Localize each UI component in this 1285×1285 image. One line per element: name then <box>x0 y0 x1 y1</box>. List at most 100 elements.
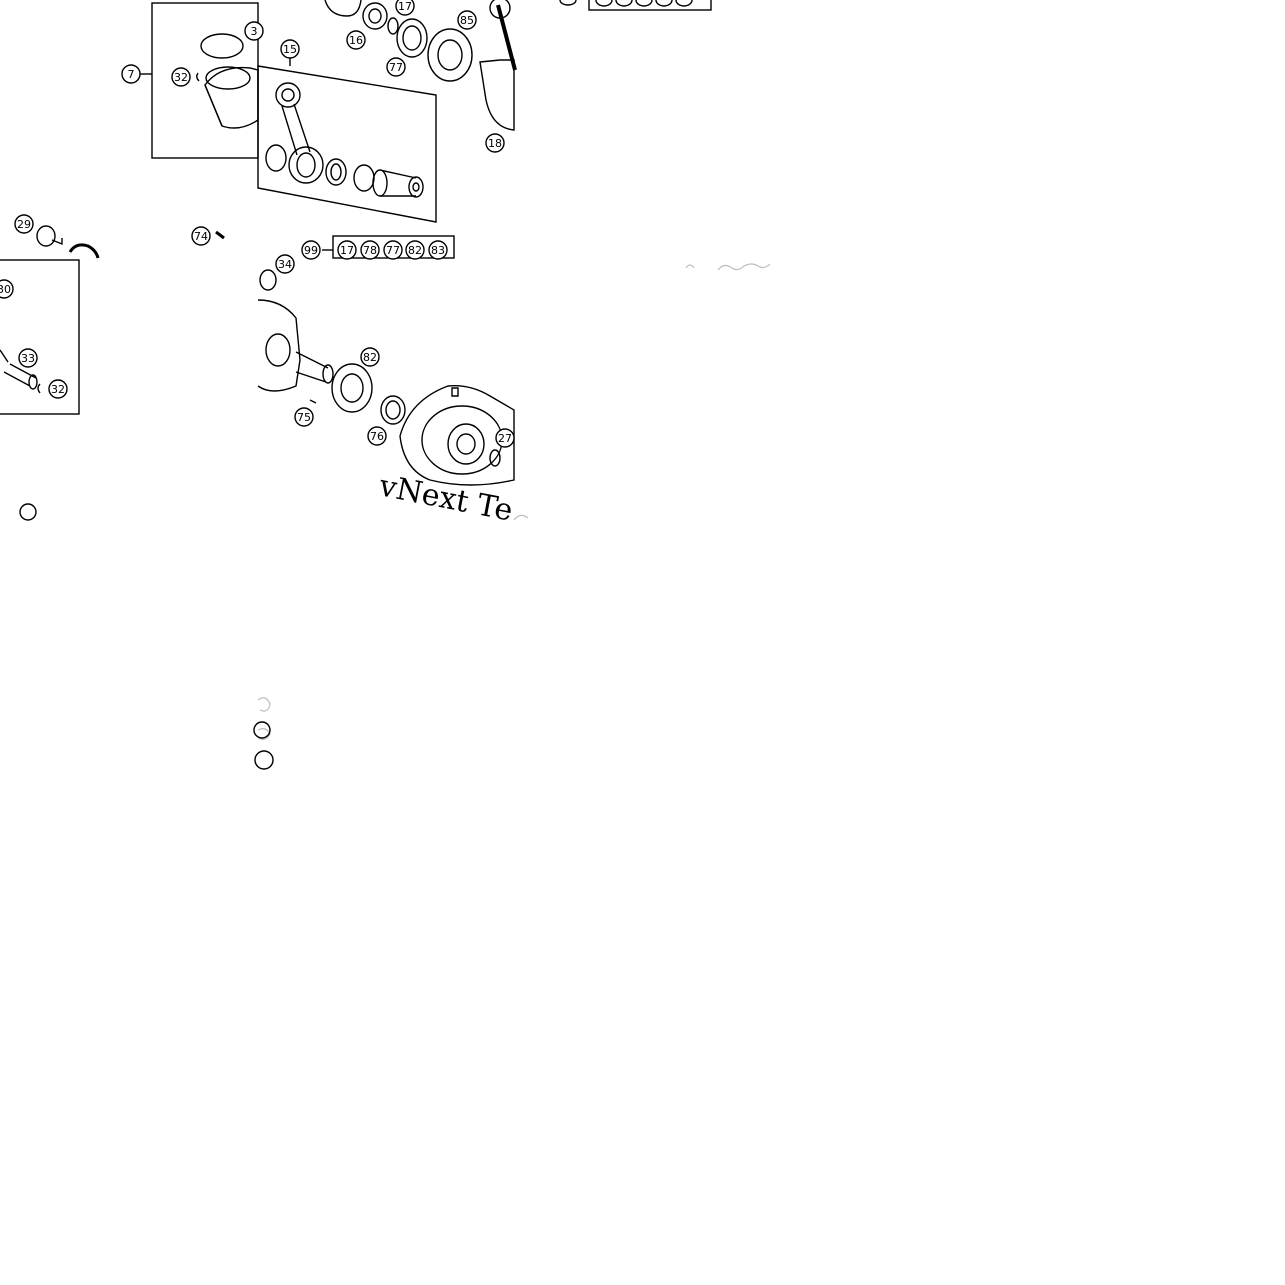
crankshaft-web <box>479 59 515 131</box>
callout-label: 99 <box>304 244 318 257</box>
needle-bearing-34 <box>259 269 277 291</box>
callout-circle <box>48 379 68 399</box>
key-75 <box>309 399 317 404</box>
con-rod-big-end <box>288 146 324 184</box>
callout-circle <box>367 426 387 446</box>
callout-circle <box>360 240 380 260</box>
thrust-washer <box>265 144 287 172</box>
callout-circle <box>428 240 448 260</box>
callout-label: 17 <box>340 244 354 257</box>
callout-29: 29 <box>14 214 34 234</box>
callout-78: 78 <box>360 240 380 260</box>
callout-15: 15 <box>280 39 300 59</box>
callout-circle <box>18 348 38 368</box>
callout-76: 76 <box>367 426 387 446</box>
callout-74: 74 <box>191 226 211 246</box>
callout-label: 34 <box>278 258 292 271</box>
callout-label: 17 <box>398 0 412 13</box>
callout-label: 15 <box>283 43 297 56</box>
callout-circle <box>121 64 141 84</box>
gear-lower <box>68 243 100 259</box>
tile-piston-pin-detail <box>0 259 80 415</box>
callout-circle <box>395 0 415 16</box>
callout-circle <box>386 57 406 77</box>
callout-circle <box>485 133 505 153</box>
callout-label: 3 <box>251 25 258 38</box>
bearing-16 <box>362 2 388 30</box>
callout-label: 16 <box>349 34 363 47</box>
callout-label: 29 <box>17 218 31 231</box>
callout-83: 83 <box>428 240 448 260</box>
callout-82: 82 <box>360 347 380 367</box>
callout-circle <box>0 279 14 299</box>
callout-circle <box>337 240 357 260</box>
callout-circle <box>301 240 321 260</box>
callout-label: 30 <box>0 283 11 296</box>
callout-27: 27 <box>495 428 515 448</box>
callout-75: 75 <box>294 407 314 427</box>
gear-partial <box>324 0 362 17</box>
callout-30: 30 <box>0 279 14 299</box>
tile-crankshaft-cover-detail <box>257 269 515 486</box>
callout-circle <box>360 347 380 367</box>
callout-label: 82 <box>408 244 422 257</box>
callout-circle <box>280 39 300 59</box>
bolt-29 <box>36 225 56 247</box>
callout-label: 77 <box>386 244 400 257</box>
crankcase-cover <box>399 385 515 486</box>
callout-85: 85 <box>457 10 477 30</box>
callout-label: 27 <box>498 432 512 445</box>
piston-pin-kit-box <box>0 259 80 415</box>
thrust-washer-2 <box>353 164 375 192</box>
callout-circle <box>346 30 366 50</box>
callout-3: 3 <box>244 21 264 41</box>
callout-label: 7 <box>128 68 135 81</box>
callout-18: 18 <box>485 133 505 153</box>
callout-82: 82 <box>405 240 425 260</box>
callout-label: 33 <box>21 352 35 365</box>
callout-label: 85 <box>460 14 474 27</box>
callout-circle <box>275 254 295 274</box>
main-bearing-82 <box>331 363 373 413</box>
circlip <box>196 72 200 82</box>
crank-pin <box>379 169 417 197</box>
callout-circle <box>495 428 515 448</box>
callout-17: 17 <box>395 0 415 16</box>
crank-web-lower <box>257 299 301 392</box>
callout-33: 33 <box>18 348 38 368</box>
callout-77: 77 <box>383 240 403 260</box>
piston-kit-box <box>151 2 259 159</box>
callout-circle <box>191 226 211 246</box>
callout-circle <box>294 407 314 427</box>
faint-fragments <box>257 263 771 740</box>
callout-circle <box>244 21 264 41</box>
seal-76 <box>380 395 406 425</box>
callout-34: 34 <box>275 254 295 274</box>
callout-32: 32 <box>48 379 68 399</box>
callout-label: 75 <box>297 411 311 424</box>
callout-label: 78 <box>363 244 377 257</box>
callout-77: 77 <box>386 57 406 77</box>
crankshaft-stub <box>295 351 329 383</box>
callout-label: 18 <box>488 137 502 150</box>
callout-label: 77 <box>389 61 403 74</box>
callout-label: 82 <box>363 351 377 364</box>
callout-circle <box>171 67 191 87</box>
callout-label: 76 <box>370 430 384 443</box>
callout-circle <box>457 10 477 30</box>
piston-ring <box>200 33 244 59</box>
con-rod-side <box>496 4 517 71</box>
callout-circle <box>14 214 34 234</box>
callout-circle <box>383 240 403 260</box>
con-rod-small-end <box>275 82 301 108</box>
connecting-rod-kit-box <box>257 65 437 223</box>
callout-99: 99 <box>301 240 321 260</box>
callout-17: 17 <box>337 240 357 260</box>
tile-piston-crank-main <box>36 0 517 259</box>
needle-bearing <box>325 158 347 186</box>
callout-32: 32 <box>171 67 191 87</box>
callout-bubbles: 7 32 3 15 16 17 77 85 18 29 74 99 17 78 77 82 83 30 33 32 34… <box>0 0 515 448</box>
cropped-callout-fragments <box>19 503 274 770</box>
callout-16: 16 <box>346 30 366 50</box>
